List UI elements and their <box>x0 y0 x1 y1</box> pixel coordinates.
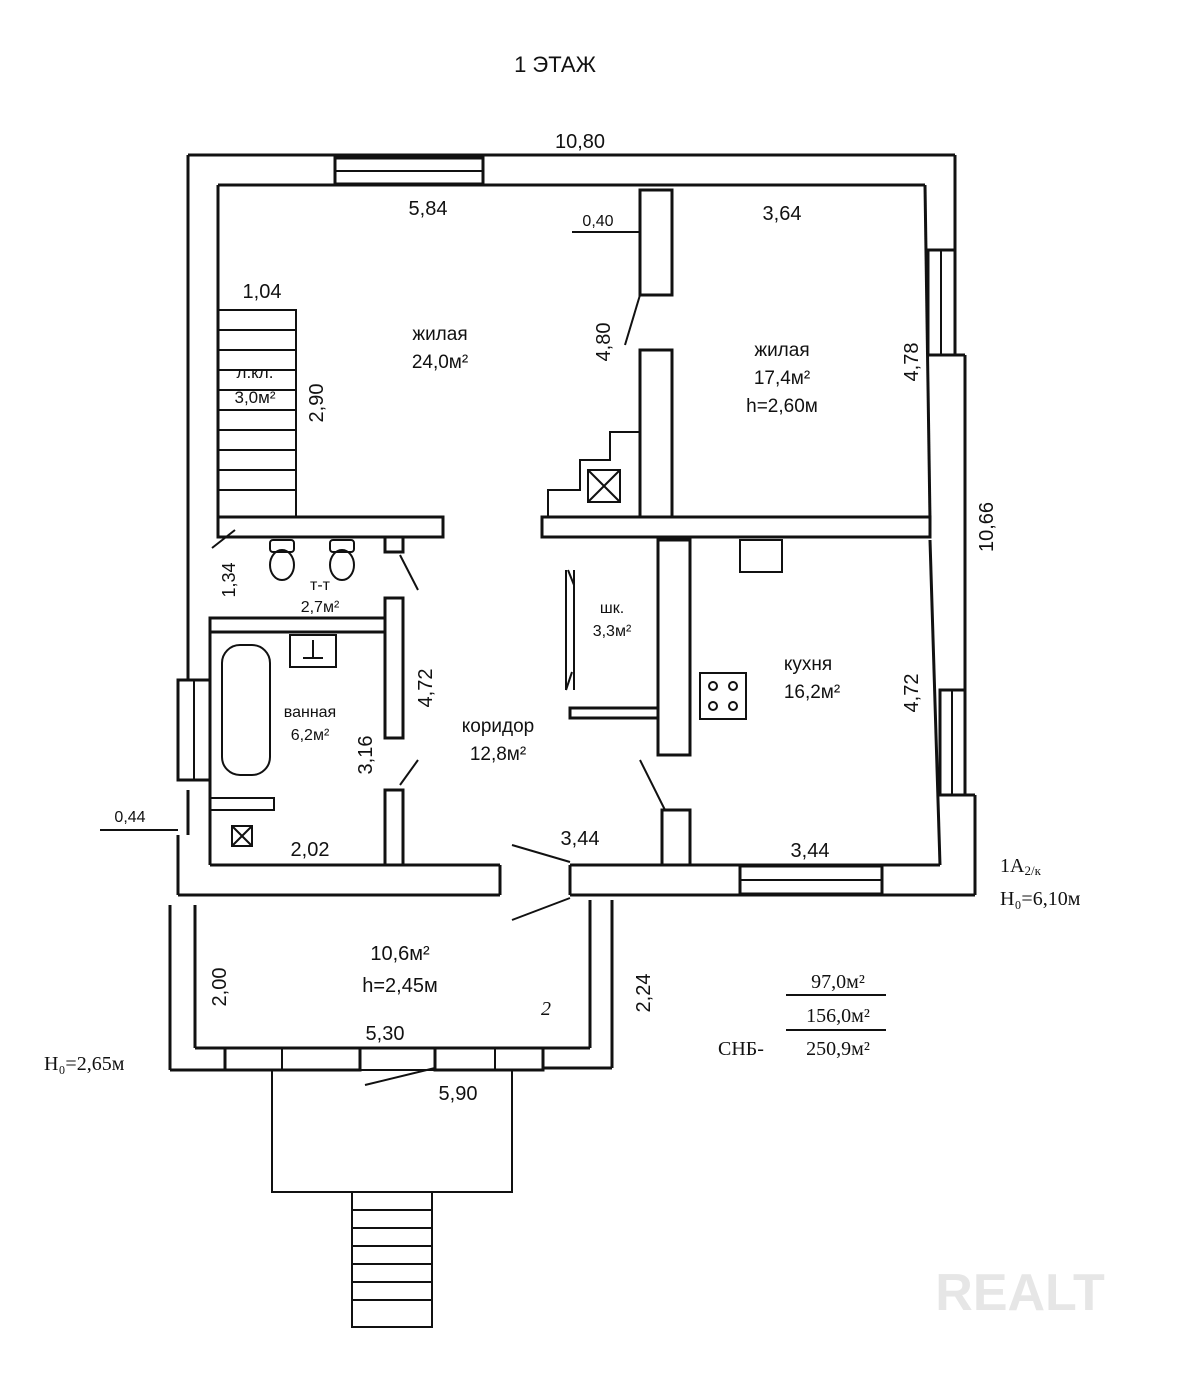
dim-bath-height: 3,16 <box>355 736 377 775</box>
dim-toilet-height: 1,34 <box>219 562 239 597</box>
room-porch-number: 2 <box>541 998 551 1020</box>
dim-top-right-wall: 3,64 <box>763 203 802 225</box>
room-porch-area: 10,6м² <box>370 943 430 965</box>
fixtures <box>209 539 747 847</box>
staircase <box>217 309 297 518</box>
dim-partition-offset: 0,40 <box>582 213 613 230</box>
dim-top-left-wall: 5,84 <box>409 198 448 220</box>
dim-bath-width: 2,02 <box>291 839 330 861</box>
room-corridor-name: коридор <box>462 716 535 737</box>
room-stair-area: 3,0м² <box>235 388 276 407</box>
room-living2-area: 17,4м² <box>754 368 810 389</box>
dim-stair-height: 2,90 <box>306 384 328 423</box>
watermark-logo: REALT <box>935 1264 1105 1322</box>
dim-outer-offset: 0,44 <box>114 809 145 826</box>
windows <box>176 156 967 896</box>
porch-h: H₀=2,65м <box>44 1053 125 1075</box>
snb-label: СНБ- <box>718 1038 764 1060</box>
area-snb: 250,9м² <box>806 1038 870 1060</box>
room-stair-name: л.кл. <box>237 363 274 382</box>
room-closet-name: шк. <box>600 600 624 617</box>
room-living2-name: жилая <box>754 340 809 361</box>
room-living1-area: 24,0м² <box>412 352 468 373</box>
room-toilet-area: 2,7м² <box>301 599 340 616</box>
room-kitchen-area: 16,2м² <box>784 682 840 703</box>
room-porch-height: h=2,45м <box>362 975 437 997</box>
dim-right-room-height: 4,78 <box>901 343 923 382</box>
porch <box>168 900 614 1328</box>
dim-porch-inner: 5,30 <box>366 1023 405 1045</box>
dim-overall-height: 10,66 <box>976 502 998 552</box>
dim-porch-outer: 5,90 <box>439 1083 478 1105</box>
room-bath-name: ванная <box>284 704 336 721</box>
dim-corridor-left: 4,72 <box>415 669 437 708</box>
dim-middle-partition: 4,80 <box>593 323 615 362</box>
dim-kitchen-bottom: 3,44 <box>791 840 830 862</box>
floor-title: 1 ЭТАЖ <box>514 52 597 77</box>
room-kitchen-name: кухня <box>784 654 832 675</box>
room-bath-area: 6,2м² <box>291 727 330 744</box>
dim-porch-height: 2,00 <box>209 968 231 1007</box>
room-closet-area: 3,3м² <box>593 623 632 640</box>
room-living1-name: жилая <box>412 324 467 345</box>
dim-porch-right: 2,24 <box>633 974 655 1013</box>
main-index: 1А2/к <box>1000 855 1042 878</box>
dim-stair-width: 1,04 <box>243 281 282 303</box>
room-corridor-area: 12,8м² <box>470 744 526 765</box>
dim-kitchen-height: 4,72 <box>901 674 923 713</box>
room-toilet-name: т-т <box>310 577 331 594</box>
dim-overall-width: 10,80 <box>555 131 605 153</box>
dim-corridor-bottom: 3,44 <box>561 828 600 850</box>
main-height: H₀=6,10м <box>1000 888 1081 910</box>
area-living: 97,0м² <box>811 971 865 993</box>
interior-walls <box>208 188 932 921</box>
area-total: 156,0м² <box>806 1005 870 1027</box>
room-living2-height: h=2,60м <box>746 396 818 417</box>
